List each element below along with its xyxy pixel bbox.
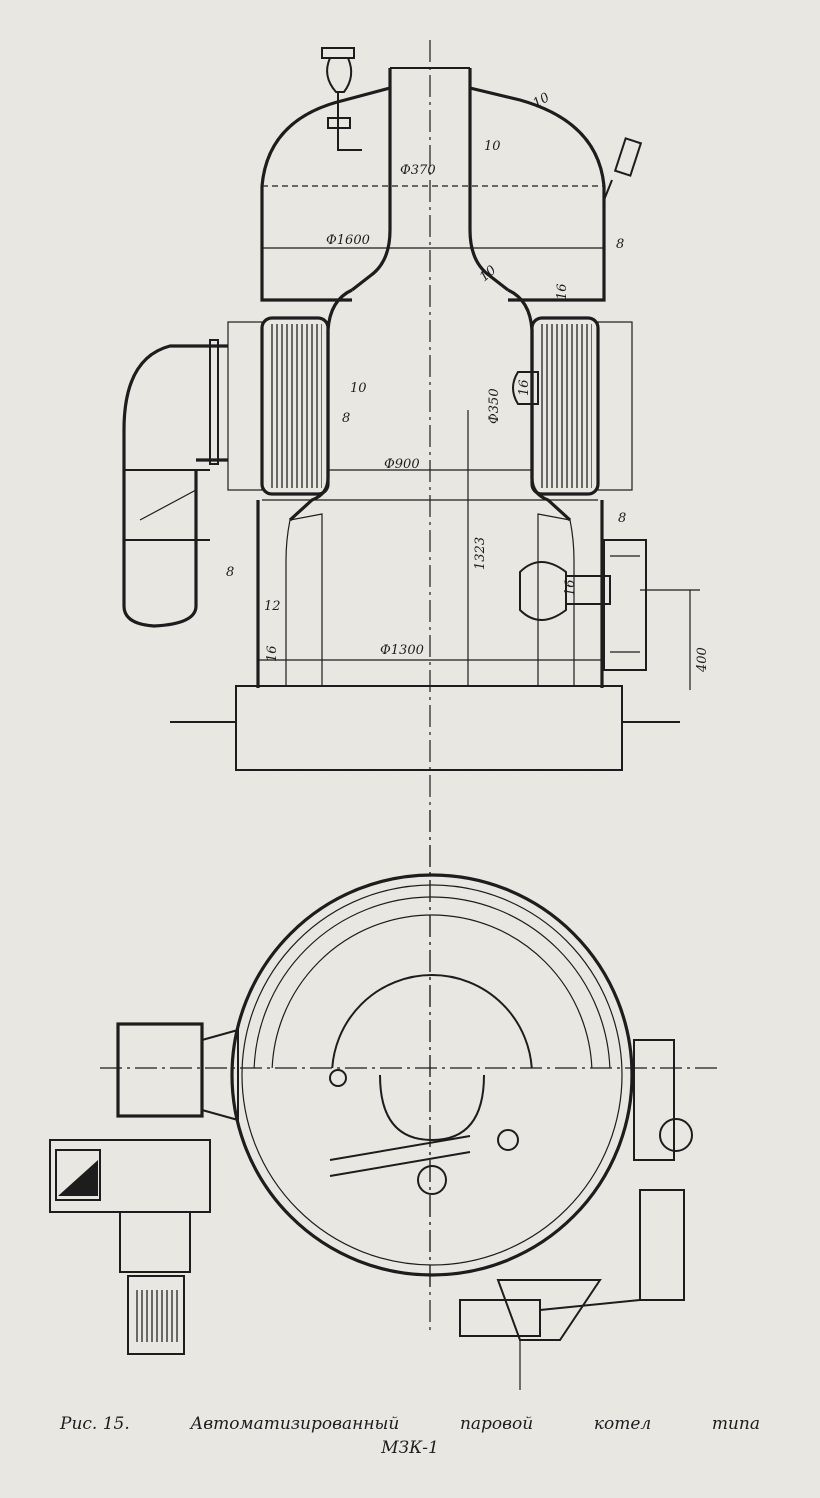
dim-lining: 12 [264,599,281,614]
caption-word-3: котел [593,1414,652,1434]
caption-word-4: типа [711,1414,760,1434]
dim-top-wall: 10 [531,90,553,111]
dim-drum-wall: 8 [616,237,624,252]
caption-number: Рис. 15. [60,1414,130,1434]
caption-word-2: паровой [459,1414,534,1434]
dim-height: 1323 [473,537,488,570]
dim-tube-wall-a: 10 [350,381,367,396]
dim-tube-wall-b: 8 [342,411,350,426]
dim-base-dia: Ф1300 [380,643,424,658]
dim-shell-wall-top: 16 [555,283,570,300]
caption-line-2: МЗК-1 [381,1438,439,1458]
dim-nozzle-wall: 16 [517,379,532,396]
dim-nozzle-dia: Ф350 [487,388,502,424]
figure-caption: Рис. 15. Автоматизированный паровой коте… [60,1412,760,1460]
dim-flue-dia: Ф370 [400,163,436,178]
dim-furnace-dia: Ф900 [384,457,420,472]
dim-drum-dia: Ф1600 [326,233,370,248]
dim-left-wall: 8 [226,565,234,580]
elevation-view: 10 10 Ф370 Ф1600 8 10 16 10 8 Ф350 16 Ф9… [122,40,710,1330]
plan-view [49,810,720,1390]
dim-burner-wall: 16 [563,579,578,596]
dim-burner-height: 400 [695,647,710,673]
caption-word-1: Автоматизированный [190,1414,400,1434]
dim-flue-wall: 10 [484,139,501,154]
dim-base-wall: 16 [265,645,280,662]
dim-right-wall: 8 [618,511,626,526]
